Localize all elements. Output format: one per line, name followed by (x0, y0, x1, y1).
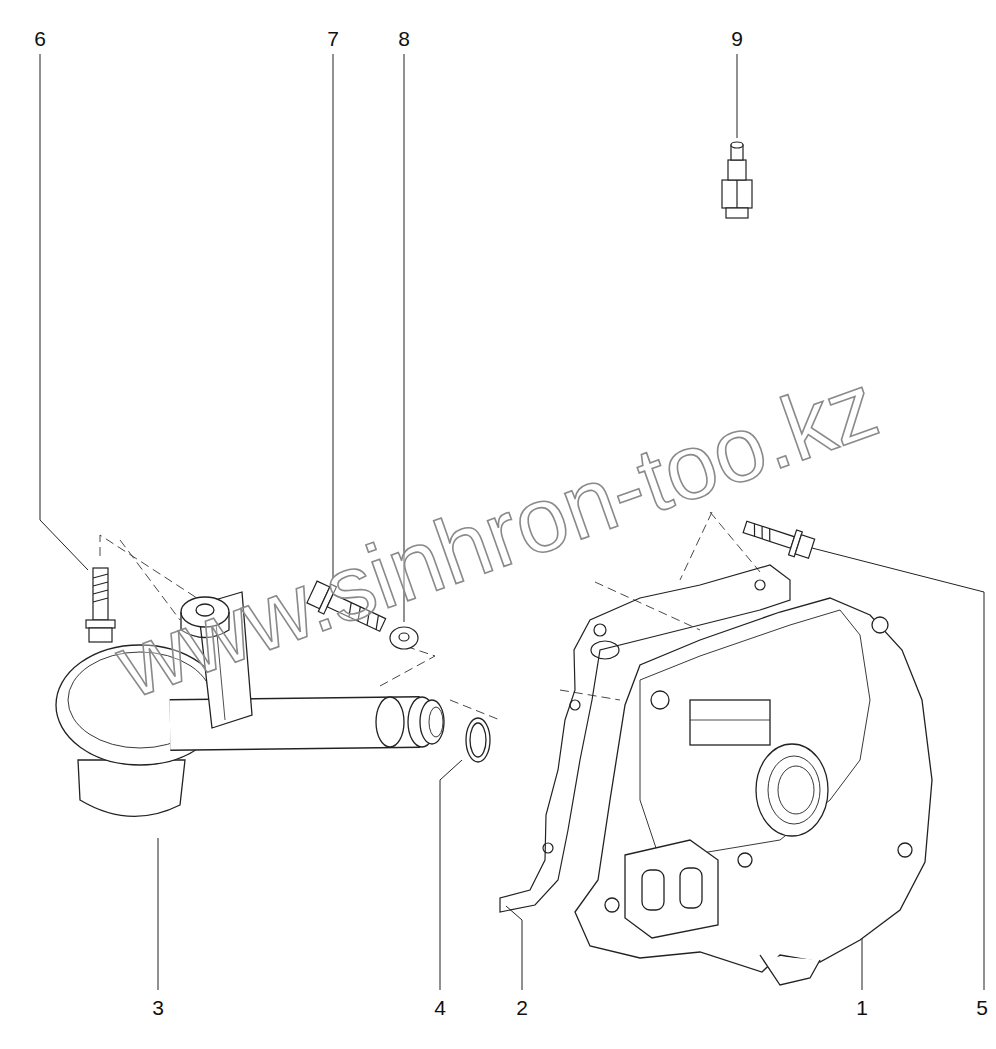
oil-pressure-sensor (722, 142, 752, 218)
callout-number: 8 (398, 28, 410, 49)
callout-number: 6 (34, 28, 46, 49)
callout-number: 5 (976, 997, 988, 1018)
callout-number: 4 (434, 997, 446, 1018)
callout-number: 3 (152, 997, 164, 1018)
callout-number: 7 (327, 28, 339, 49)
bolt (741, 515, 816, 561)
callout-number: 9 (731, 28, 743, 49)
o-ring (466, 718, 490, 762)
leader-lines (40, 54, 984, 990)
callout-number: 2 (516, 997, 528, 1018)
callout-number: 1 (856, 997, 868, 1018)
crankcase-cover (575, 598, 932, 985)
watermark: www.sinhron-too.kz (106, 358, 888, 712)
washer (390, 627, 418, 649)
